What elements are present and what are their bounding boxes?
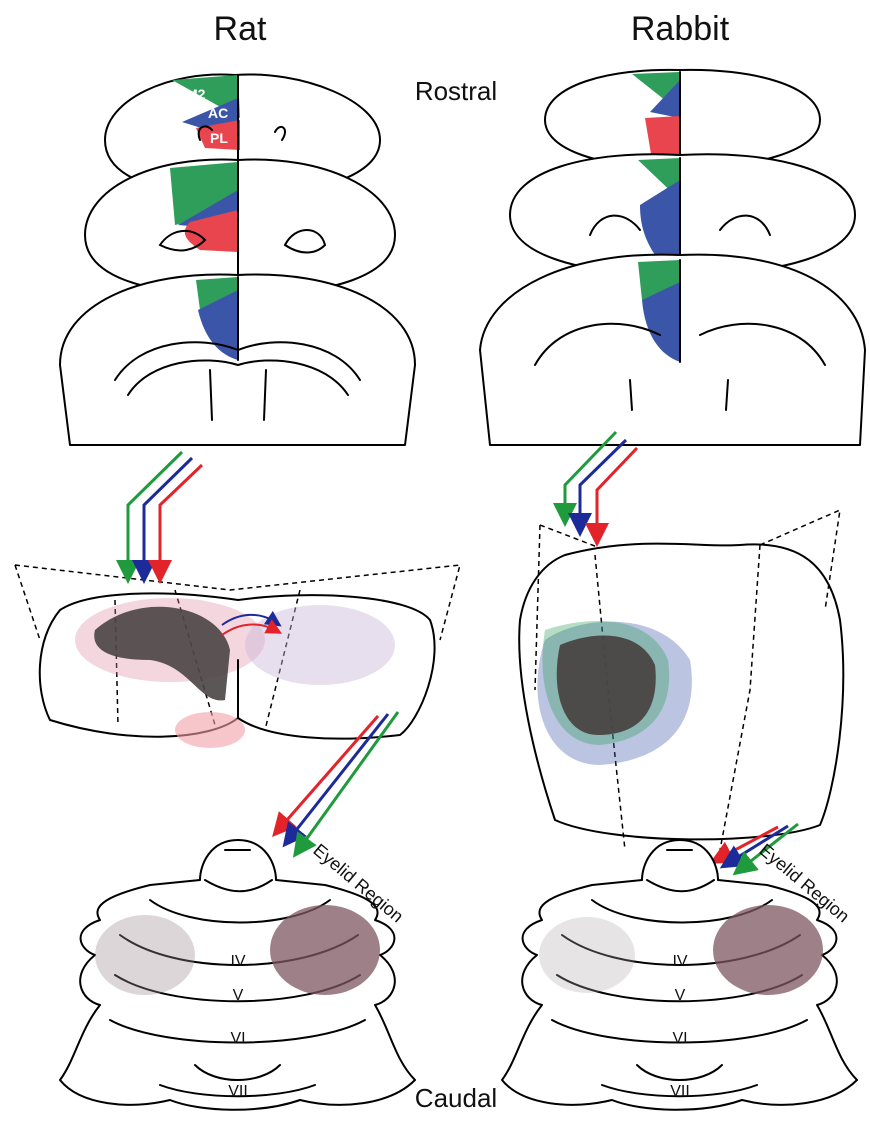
rabbit-frontal-sections	[480, 70, 865, 445]
rabbit-section-1	[545, 70, 820, 168]
rabbit-cortex-pons-arrows	[565, 432, 637, 535]
label-m2: M2	[186, 86, 206, 102]
rat-frontal-sections: M2 AC PL	[60, 74, 415, 445]
label-caudal: Caudal	[415, 1083, 497, 1113]
title-rabbit: Rabbit	[631, 10, 730, 48]
rat-lobule-iv: IV	[230, 953, 245, 970]
rat-lobule-vii: VII	[228, 1083, 248, 1100]
rat-cerebellum-ipsilateral-shade	[95, 915, 195, 995]
rabbit-cerebellum: IV V VI VII Eyelid Region	[502, 840, 857, 1110]
rabbit-lobule-vi: VI	[672, 1030, 687, 1047]
rabbit-section-3	[480, 255, 865, 445]
rat-lobule-vi: VI	[230, 1030, 245, 1047]
rat-lobule-v: V	[233, 987, 244, 1004]
rabbit-lobule-iv: IV	[672, 953, 687, 970]
rabbit-pontine-section	[519, 510, 843, 850]
rat-eyelid-region-shade	[270, 905, 380, 995]
rat-section-3	[60, 275, 415, 445]
rat-cortex-pons-arrows	[128, 452, 202, 572]
label-pl: PL	[210, 130, 228, 146]
rabbit-lobule-v: V	[675, 987, 686, 1004]
rat-cerebellum: IV V VI VII Eyelid Region	[60, 840, 415, 1110]
label-ac: AC	[208, 105, 228, 121]
rabbit-lobule-vii: VII	[670, 1083, 690, 1100]
label-rostral: Rostral	[415, 76, 497, 106]
title-rat: Rat	[214, 10, 267, 48]
rabbit-overlap-region	[557, 635, 656, 735]
